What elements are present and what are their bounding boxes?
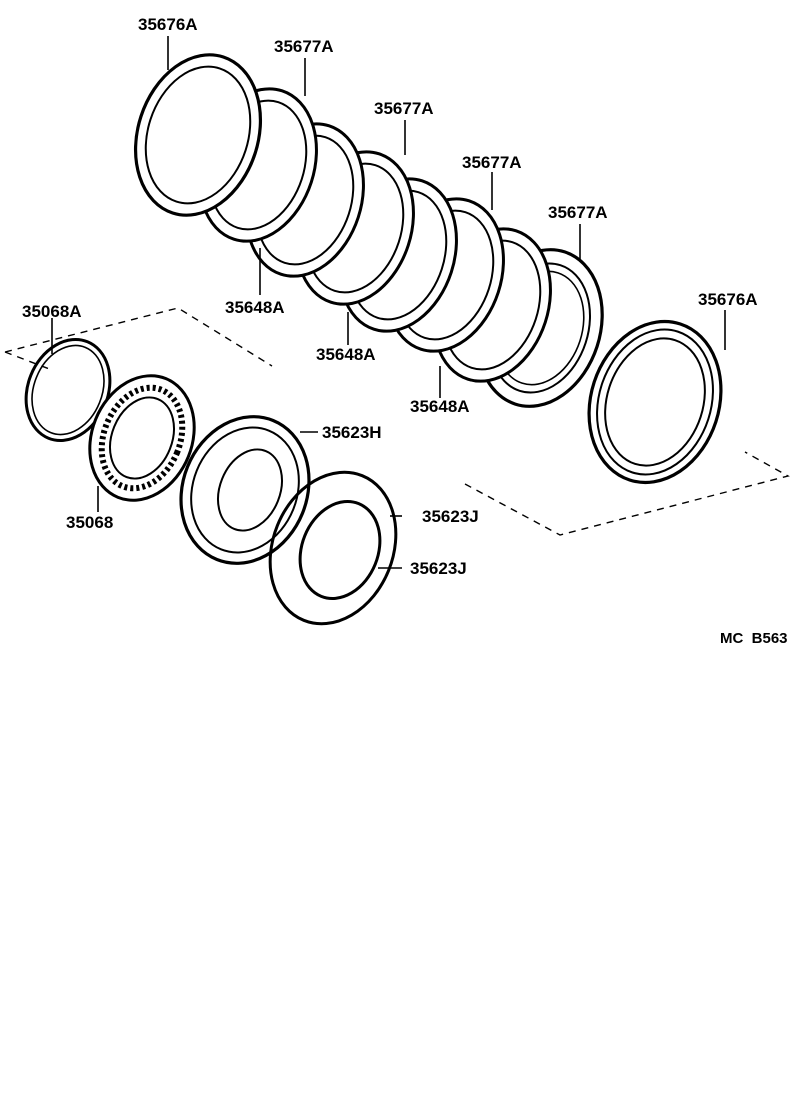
seal-outer bbox=[268, 470, 398, 626]
label-35676a-right: 35676A bbox=[698, 290, 758, 309]
label-35623j-2: 35623J bbox=[410, 559, 467, 578]
flange-plate-right bbox=[587, 319, 723, 485]
label-35676a-top: 35676A bbox=[138, 15, 198, 34]
label-35677a-2: 35677A bbox=[374, 99, 434, 118]
diagram-code: MC B563 bbox=[720, 630, 788, 647]
label-35648a-3: 35648A bbox=[410, 397, 470, 416]
label-35648a-2: 35648A bbox=[316, 345, 376, 364]
label-35623h: 35623H bbox=[322, 423, 382, 442]
flange-plate-top bbox=[133, 53, 263, 217]
leader-lines bbox=[51, 36, 726, 569]
label-35677a-3: 35677A bbox=[462, 153, 522, 172]
label-35648a-1: 35648A bbox=[225, 298, 285, 317]
label-35623j-1: 35623J bbox=[422, 507, 479, 526]
label-35068a: 35068A bbox=[22, 302, 82, 321]
label-35068: 35068 bbox=[66, 513, 113, 532]
label-35677a-4: 35677A bbox=[548, 203, 608, 222]
seal-inner bbox=[298, 500, 382, 600]
dashed-outline-right bbox=[464, 451, 790, 536]
one-way-clutch bbox=[88, 374, 196, 502]
label-35677a-1: 35677A bbox=[274, 37, 334, 56]
dashed-outline-left bbox=[4, 307, 273, 371]
